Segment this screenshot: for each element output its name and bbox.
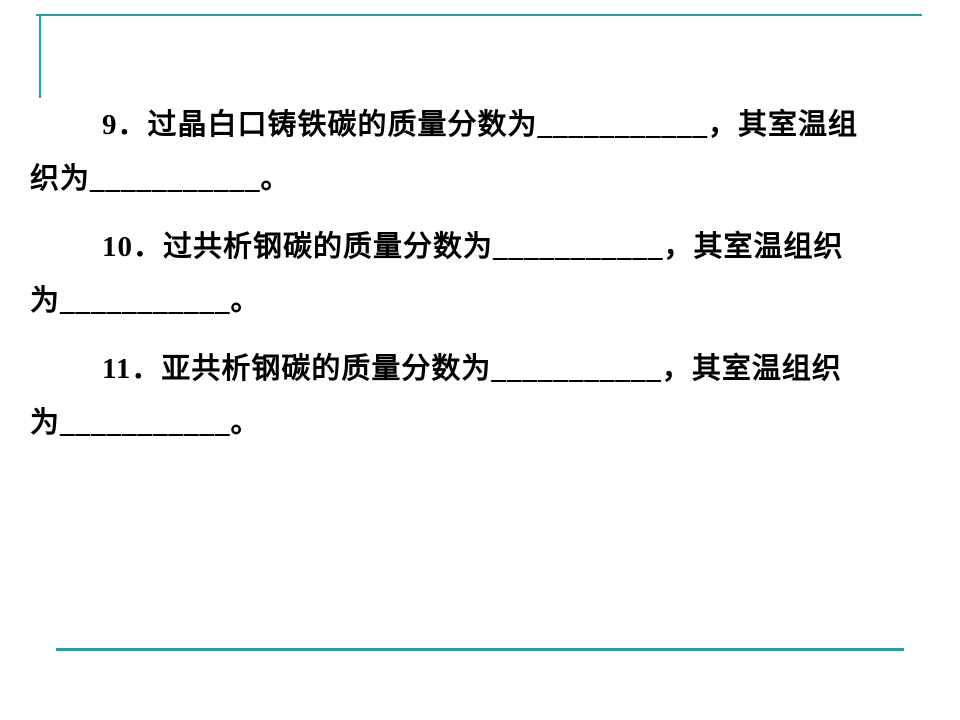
question-11-line-2: 为___________。 — [30, 407, 261, 439]
question-11: 11．亚共析钢碳的质量分数为___________，其室温组织 为_______… — [30, 342, 924, 450]
slide-body: 9．过晶白口铸铁碳的质量分数为___________，其室温组 织为______… — [30, 98, 924, 464]
question-9-line-2: 织为___________。 — [30, 163, 291, 195]
question-10-line-2: 为___________。 — [30, 285, 261, 317]
question-10: 10．过共析钢碳的质量分数为___________，其室温组织 为_______… — [30, 220, 924, 328]
question-11-line-1: 11．亚共析钢碳的质量分数为___________，其室温组织 — [102, 353, 842, 385]
left-border-line — [39, 14, 41, 98]
bottom-border-line — [56, 648, 904, 651]
top-border-line — [36, 14, 922, 16]
question-9-line-1: 9．过晶白口铸铁碳的质量分数为___________，其室温组 — [102, 109, 859, 141]
question-9: 9．过晶白口铸铁碳的质量分数为___________，其室温组 织为______… — [30, 98, 924, 206]
question-10-line-1: 10．过共析钢碳的质量分数为___________，其室温组织 — [102, 231, 844, 263]
